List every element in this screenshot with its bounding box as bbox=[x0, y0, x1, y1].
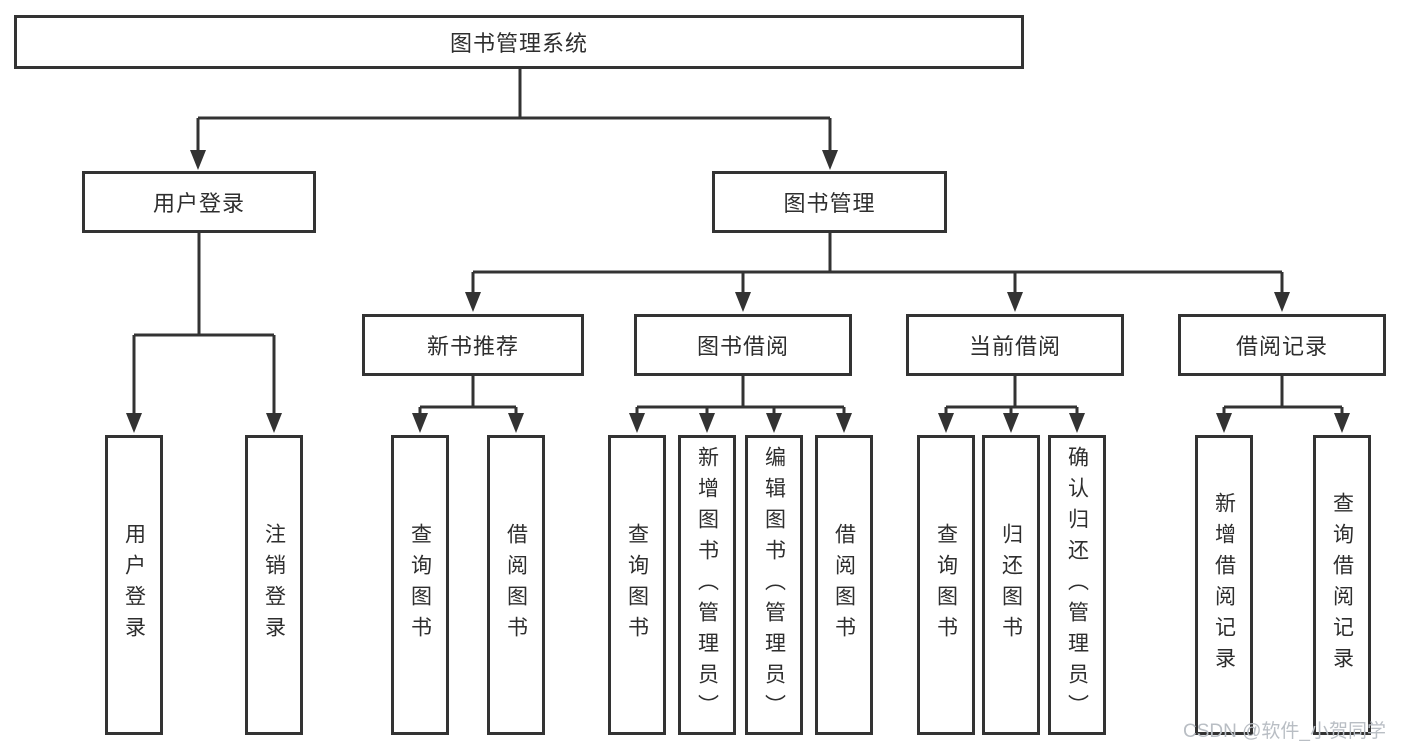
leaf-borrow-books: 借阅图书 bbox=[815, 435, 873, 735]
leaf-borrow-books: 借阅图书 bbox=[487, 435, 545, 735]
node-label: 借阅记录 bbox=[1235, 334, 1328, 359]
node-root-system: 图书管理系统 bbox=[14, 15, 1024, 69]
arrow-down-icon bbox=[1007, 292, 1023, 312]
connector-borrow-record-to-leaves bbox=[1222, 376, 1344, 415]
node-label: 新书推荐 bbox=[426, 334, 519, 359]
node-label: 图书管理系统 bbox=[449, 31, 588, 56]
node-label: 用户登录 bbox=[122, 523, 146, 647]
arrow-down-icon bbox=[1334, 413, 1350, 433]
connector-new-book-to-leaves bbox=[418, 376, 518, 415]
connector-book-mgmt-to-sections bbox=[471, 233, 1284, 294]
arrow-down-icon bbox=[126, 413, 142, 433]
leaf-add-book-admin: 新增图书（管理员） bbox=[678, 435, 736, 735]
arrow-down-icon bbox=[190, 150, 206, 170]
arrow-down-icon bbox=[699, 413, 715, 433]
node-label: 当前借阅 bbox=[968, 334, 1061, 359]
arrow-down-icon bbox=[629, 413, 645, 433]
arrow-down-icon bbox=[465, 292, 481, 312]
leaf-query-books: 查询图书 bbox=[391, 435, 449, 735]
connector-book-borrow-to-leaves bbox=[635, 376, 846, 415]
leaf-logout: 注销登录 bbox=[245, 435, 303, 735]
node-label: 查询图书 bbox=[408, 523, 432, 647]
arrow-down-icon bbox=[938, 413, 954, 433]
arrow-down-icon bbox=[266, 413, 282, 433]
node-user-login: 用户登录 bbox=[82, 171, 316, 233]
csdn-watermark: CSDN @软件_小贺同学 bbox=[1183, 721, 1386, 742]
connector-root-to-level2 bbox=[196, 69, 832, 152]
node-label: 新增借阅记录 bbox=[1212, 492, 1236, 678]
arrow-down-icon bbox=[412, 413, 428, 433]
node-label: 查询图书 bbox=[625, 523, 649, 647]
node-label: 借阅图书 bbox=[504, 523, 528, 647]
leaf-query-borrow-record: 查询借阅记录 bbox=[1313, 435, 1371, 735]
arrow-down-icon bbox=[1003, 413, 1019, 433]
node-label: 编辑图书（管理员） bbox=[762, 445, 786, 725]
arrow-down-icon bbox=[1274, 292, 1290, 312]
node-label: 借阅图书 bbox=[832, 523, 856, 647]
node-label: 注销登录 bbox=[262, 523, 286, 647]
connector-current-borrow-to-leaves bbox=[944, 376, 1079, 415]
leaf-query-books: 查询图书 bbox=[608, 435, 666, 735]
leaf-add-borrow-record: 新增借阅记录 bbox=[1195, 435, 1253, 735]
leaf-query-books: 查询图书 bbox=[917, 435, 975, 735]
node-label: 查询图书 bbox=[934, 523, 958, 647]
node-label: 新增图书（管理员） bbox=[695, 445, 719, 725]
node-label: 用户登录 bbox=[152, 191, 245, 216]
node-label: 确认归还（管理员） bbox=[1065, 445, 1089, 725]
connector-user-login-to-leaves bbox=[132, 233, 276, 415]
node-label: 查询借阅记录 bbox=[1330, 492, 1354, 678]
leaf-edit-book-admin: 编辑图书（管理员） bbox=[745, 435, 803, 735]
node-borrow-record: 借阅记录 bbox=[1178, 314, 1386, 376]
arrow-down-icon bbox=[508, 413, 524, 433]
arrow-down-icon bbox=[735, 292, 751, 312]
node-book-management: 图书管理 bbox=[712, 171, 947, 233]
arrow-down-icon bbox=[766, 413, 782, 433]
leaf-return-books: 归还图书 bbox=[982, 435, 1040, 735]
node-book-borrow: 图书借阅 bbox=[634, 314, 852, 376]
arrow-down-icon bbox=[836, 413, 852, 433]
node-new-book-recommend: 新书推荐 bbox=[362, 314, 584, 376]
arrow-down-icon bbox=[1069, 413, 1085, 433]
leaf-confirm-return-admin: 确认归还（管理员） bbox=[1048, 435, 1106, 735]
node-label: 图书管理 bbox=[783, 191, 876, 216]
node-current-borrow: 当前借阅 bbox=[906, 314, 1124, 376]
arrow-down-icon bbox=[822, 150, 838, 170]
node-label: 图书借阅 bbox=[696, 334, 789, 359]
leaf-user-login: 用户登录 bbox=[105, 435, 163, 735]
arrow-down-icon bbox=[1216, 413, 1232, 433]
node-label: 归还图书 bbox=[999, 523, 1023, 647]
